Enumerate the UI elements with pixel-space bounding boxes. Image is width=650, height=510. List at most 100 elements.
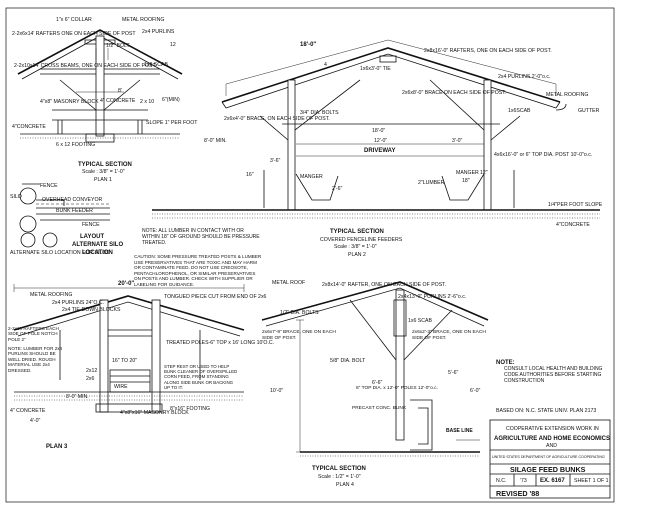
label: 4" CONCRETE [10,408,46,414]
label: 3/4" DIA. BOLTS [300,110,339,116]
label: 18" [462,178,470,184]
label: 4 [324,62,327,68]
label: 2x4x13'-0" PURLINS 2'-6"o.c. [398,294,466,300]
section-title: TYPICAL SECTION [312,466,366,472]
label: 8"x16" FOOTING [170,406,210,412]
label: 8'-0" MIN. [66,394,89,400]
note-heading: NOTE: [496,360,515,366]
note-body: CONSULT LOCAL HEALTH AND BUILDING CODE A… [504,366,603,384]
label: BASE LINE [446,428,473,434]
label: 4"CONCRETE [12,124,46,130]
label: 2x8x16'-0" RAFTERS, ONE ON EACH SIDE OF … [424,48,552,54]
label: 8' [118,88,122,94]
label: 1x6SCAB [508,108,531,114]
section-subtitle: COVERED FENCELINE FEEDERS [320,237,403,243]
label: GUTTER [578,108,600,114]
right-notes: NOTE: CONSULT LOCAL HEALTH AND BUILDING … [496,360,603,414]
drawing-title: SILAGE FEED BUNKS [510,465,586,474]
label: SILO [10,194,22,200]
year: '73 [520,478,527,484]
plan1-drawing [17,29,183,143]
label: 4"x8" MASONRY BLOCK [40,99,99,105]
sheet-number: SHEET 1 OF 1 [574,478,609,484]
label: 12'-0" [374,138,387,144]
label: 2x6x2'-3" BRACE, ONE ON EACH SIDE OF POS… [412,330,486,341]
label: 20'-0" [118,281,134,287]
layout-drawing [19,183,110,248]
label: 4"CONCRETE [556,222,590,228]
label: 1x6 SCAB [408,318,432,324]
plan-label: PLAN 3 [46,444,68,450]
label: 6"(MIN) [162,97,180,103]
label: 12" [480,170,488,176]
caution-note: CAUTION: SOME PRESSURE TREATED POSTS & L… [134,254,262,287]
section-subtitle: ALTERNATE SILO [72,242,123,248]
label: 2x8x14'-0" RAFTER, ONE ON EACH SIDE OF P… [322,282,446,288]
label: 10'-0" [270,388,283,394]
label: 2x4 TIE-DOWN BLOCKS [62,307,121,313]
label: 2x6x7'-9" BRACE, ONE ON EACH SIDE OF POS… [262,330,336,341]
scale-label: Scale : 1/2" = 1'-0" [318,474,361,480]
label: 4x6x16'-0" or 6" TOP DIA. POST 10'-0"o.c… [494,152,592,158]
label: 2x6 [86,376,94,382]
label: 2-2x6x14' RAFTERS ONE ON EACH SIDE OF PO… [12,31,136,37]
label: WIRE [114,384,128,390]
label: PRECAST CONC. BUNK [352,406,407,411]
label: MANGER [456,170,479,176]
plan-label: PLAN 4 [336,482,354,488]
label: 16" [246,172,254,178]
label: SLOPE 1" PER FOOT [146,120,198,126]
label: 6'-6" [372,380,382,386]
label: OVERHEAD CONVEYOR [42,197,102,203]
plan2-labels: 18'-0" 4 2x8x16'-0" RAFTERS, ONE ON EACH… [204,42,603,258]
label: METAL ROOFING [546,92,588,98]
section-subtitle: LOCATION [82,250,113,256]
label: METAL ROOFING [30,292,72,298]
agencies: UNITED STATES DEPARTMENT OF AGRICULTURE … [492,455,605,459]
label: 3'-0" [452,138,462,144]
label: TREATED POLES-6" TOP x 16' LONG 10'O.C. [166,340,274,346]
label: 2x6x4'-0" BRACE, ON EACH SIDE OF POST. [224,116,330,122]
label: 1/2" DIA. BOLTS [280,310,319,316]
plan3-drawing [13,284,245,413]
label: 2x4 PURLINS 2'-0"o.c. [498,74,550,80]
label: 2x6x8'-0" BRACE ON EACH SIDE OF POST. [402,90,506,96]
plan1-labels: 1"x 6" COLLAR METAL ROOFING 2-2x6x14' RA… [12,17,198,183]
label: 2 x 10 [140,99,154,105]
label: FENCE [82,222,100,228]
label: 16" TO 20" [112,358,137,364]
plan3-labels: 20'-0" METAL ROOFING 2x4 PURLINS 24"O.C.… [8,281,274,450]
label: 1/4"PER FOOT SLOPE [548,202,603,208]
label: FENCE [40,183,58,189]
label: 2'-6" [332,186,342,192]
based-on: BASED ON: N.C. STATE UNIV. PLAN 2173 [496,408,596,414]
ex-number: EX. 6167 [540,478,565,484]
label: MANGER [300,174,323,180]
label: 2-2x10 RAFTERS EACH SIDE OF POLE NOTCH P… [8,326,59,342]
label: 1/2" BOLT [106,43,130,49]
label: 4'-0" [30,418,40,424]
revised: REVISED '88 [496,489,539,498]
plan4-labels: METAL ROOF 2x8x14'-0" RAFTER, ONE ON EAC… [262,280,486,488]
middle-notes: NOTE: ALL LUMBER IN CONTACT WITH OR WITH… [134,228,262,287]
section-title: TYPICAL SECTION [330,229,384,235]
label: METAL ROOFING [122,17,164,23]
label: 1x6x3'-0" TIE [360,66,391,72]
label: DRIVEWAY [364,148,395,154]
label: 3'-6" [270,158,280,164]
label: 6 x 12 FOOTING [56,142,95,148]
section-title: TYPICAL SECTION [78,162,132,168]
coop-line: AGRICULTURE AND HOME ECONOMICS [494,436,610,442]
scale-label: Scale : 3/8" = 1'-0" [334,244,377,250]
label: 4"x8"x16" MASONRY BLOCK [120,410,189,416]
label: 2-2x10x14' CROSS BEAMS, ONE ON EACH SIDE… [14,63,156,69]
label: METAL ROOF [272,280,305,286]
label: 12 [170,42,176,48]
label: 6" TOP DIA. x 12'-0" POLES 12'-0"o.c. [356,386,438,391]
label: BUNK FEEDER [56,208,93,214]
plan-label: PLAN 2 [348,252,366,258]
label: 18'-0" [300,42,316,48]
plan2-drawing [152,39,600,219]
section-title: LAYOUT [80,234,104,240]
label: 2x4 PURLINS [142,29,175,35]
